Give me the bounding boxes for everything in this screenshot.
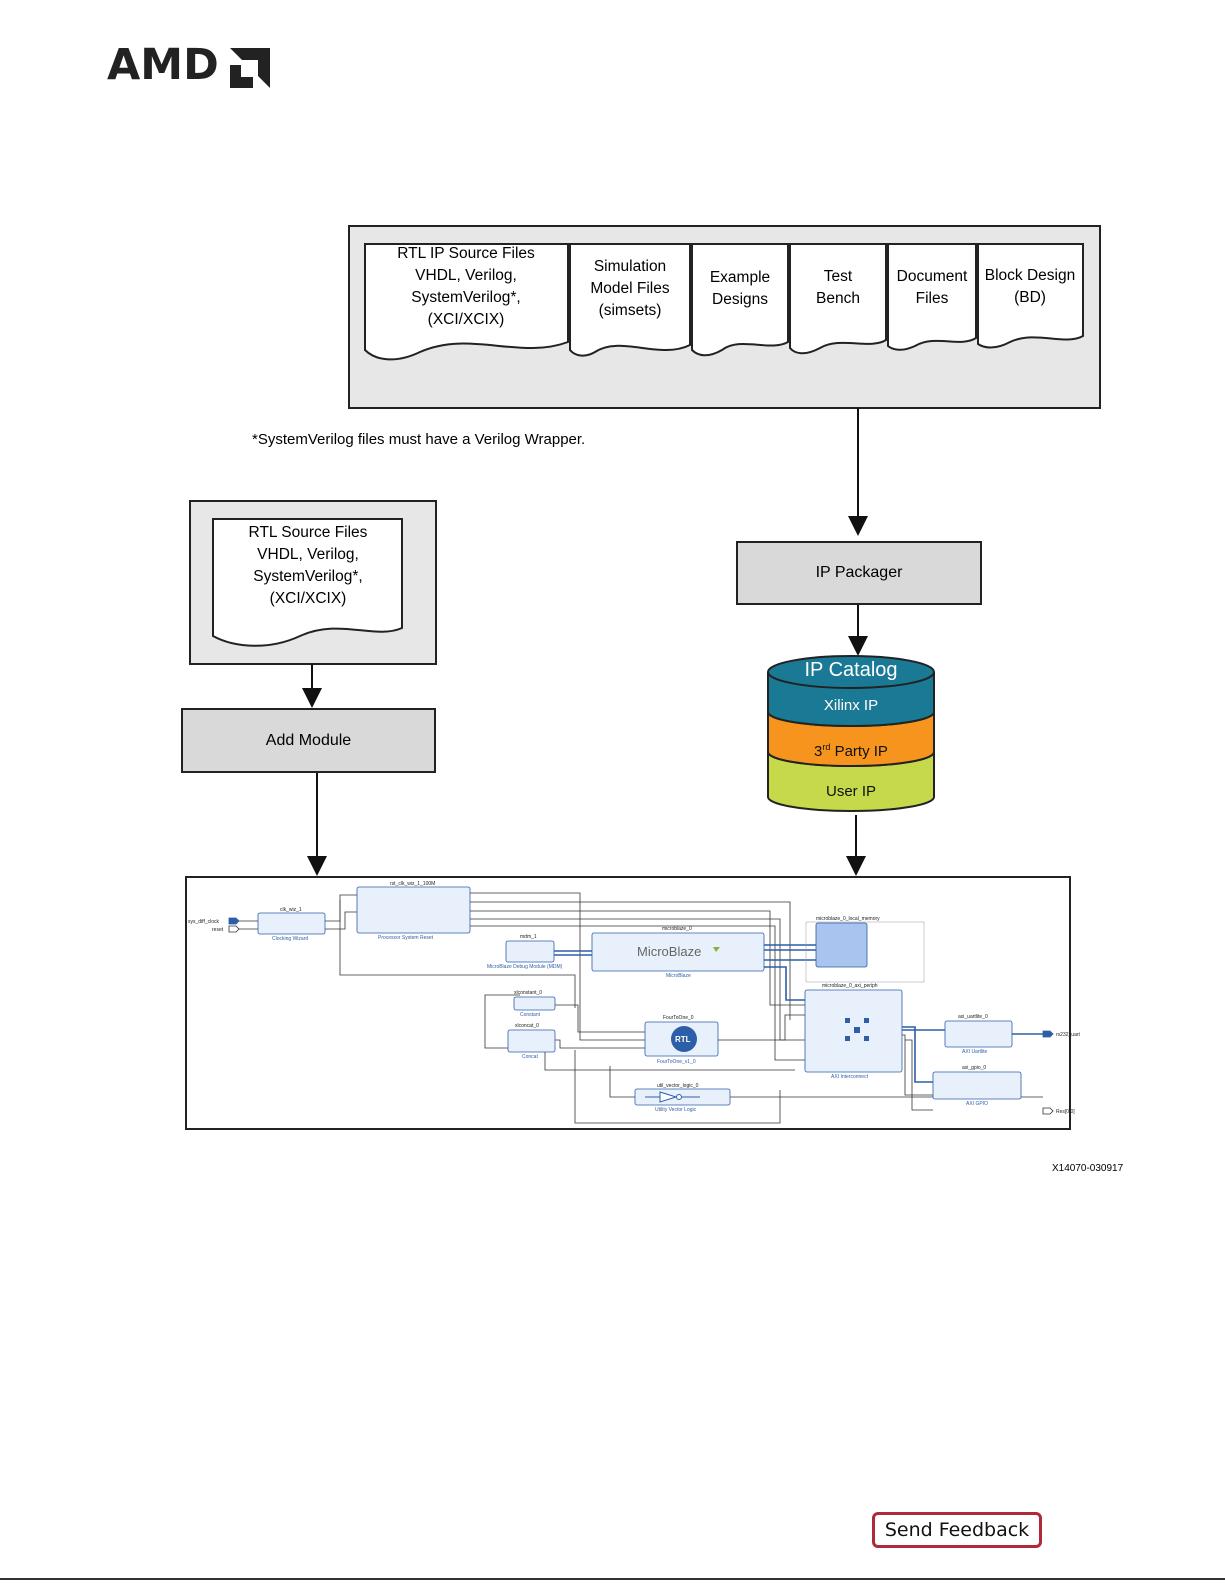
doc-testbench xyxy=(789,243,887,355)
bd-subtitle-vectorlogic: Utility Vector Logic xyxy=(655,1107,697,1113)
doc-rtl-source xyxy=(212,518,403,647)
doc-document xyxy=(887,243,977,351)
doc-rtl-ip xyxy=(364,243,569,361)
add-module-label: Add Module xyxy=(265,731,352,749)
amd-logo: AMD xyxy=(107,40,272,90)
doc-simulation xyxy=(569,243,691,357)
bd-title-microblaze: microblaze_0 xyxy=(662,926,692,932)
bd-title-xlconstant: xlconstant_0 xyxy=(514,990,542,996)
bd-subtitle-xlconstant: Constant xyxy=(520,1012,541,1018)
footer-rule xyxy=(0,1578,1225,1580)
bd-title-clkwiz: clk_wiz_1 xyxy=(280,907,302,913)
ip-catalog-cylinder xyxy=(767,655,935,812)
ip-packager-label: IP Packager xyxy=(815,564,903,581)
logo-wordmark: AMD xyxy=(107,40,219,90)
bd-port-led: Res[0:0] xyxy=(1056,1109,1075,1115)
bd-subtitle-fourtoone: FourToOne_v1_0 xyxy=(657,1059,696,1065)
bd-title-vectorlogic: util_vector_logic_0 xyxy=(657,1083,699,1089)
add-module-box: Add Module xyxy=(181,708,436,773)
bd-subtitle-interconnect: AXI Interconnect xyxy=(831,1074,869,1080)
send-feedback-button[interactable]: Send Feedback xyxy=(872,1512,1042,1548)
ip-catalog-title: IP Catalog xyxy=(804,659,898,681)
bd-title-interconnect: microblaze_0_axi_periph xyxy=(822,983,878,989)
doc-bd xyxy=(977,243,1084,349)
bd-subtitle-xlconcat: Concat xyxy=(522,1054,538,1060)
bd-rtl-brand: RTL xyxy=(675,1035,691,1044)
doc-example xyxy=(691,243,789,357)
send-feedback-label: Send Feedback xyxy=(884,1519,1030,1541)
ip-packager-box: IP Packager xyxy=(736,541,982,605)
figure-id: X14070-030917 xyxy=(1052,1163,1124,1174)
third-party-superscript: rd xyxy=(822,742,831,752)
bd-title-uartlite: axi_uartlite_0 xyxy=(958,1014,988,1020)
label-document: Document Files xyxy=(896,268,968,307)
bd-subtitle-rst: Processor System Reset xyxy=(378,935,434,941)
bd-port-reset: reset xyxy=(212,927,224,933)
systemverilog-footnote: *SystemVerilog files must have a Verilog… xyxy=(252,431,586,448)
label-example: Example Designs xyxy=(709,269,771,308)
bd-title-localmem: microblaze_0_local_memory xyxy=(816,916,880,922)
bd-port-uart: rs232_uart xyxy=(1056,1032,1081,1038)
bd-subtitle-clkwiz: Clocking Wizard xyxy=(272,936,308,942)
bd-title-mdm: mdm_1 xyxy=(520,934,537,940)
bd-title-fourtoone: FourToOne_0 xyxy=(663,1015,694,1021)
amd-arrow-icon xyxy=(230,48,270,88)
bd-subtitle-gpio: AXI GPIO xyxy=(966,1101,988,1107)
bd-title-xlconcat: xlconcat_0 xyxy=(515,1023,539,1029)
label-block-design: Block Design (BD) xyxy=(984,267,1076,306)
bd-microblaze-brand: MicroBlaze xyxy=(637,944,701,959)
bd-subtitle-mdm: MicroBlaze Debug Module (MDM) xyxy=(487,964,563,970)
block-design-schematic xyxy=(228,886,1054,1124)
bd-subtitle-uartlite: AXI Uartlite xyxy=(962,1049,988,1055)
bd-title-gpio: axi_gpio_0 xyxy=(962,1065,986,1071)
catalog-layer-user: User IP xyxy=(825,783,876,800)
bd-port-clock: sys_diff_clock xyxy=(188,919,220,925)
bd-subtitle-microblaze: MicroBlaze xyxy=(666,973,691,979)
label-simulation: Simulation Model Files (simsets) xyxy=(590,258,670,319)
catalog-layer-xilinx: Xilinx IP xyxy=(823,697,879,714)
label-rtl-source: RTL Source Files VHDL, Verilog, SystemVe… xyxy=(248,524,368,607)
label-testbench: Test Bench xyxy=(816,268,860,307)
catalog-layer-third-party: 3rd Party IP xyxy=(814,742,888,760)
label-rtl-ip-source: RTL IP Source Files VHDL, Verilog, Syste… xyxy=(397,245,535,328)
bd-title-rst: rst_clk_wiz_1_100M xyxy=(390,881,435,887)
